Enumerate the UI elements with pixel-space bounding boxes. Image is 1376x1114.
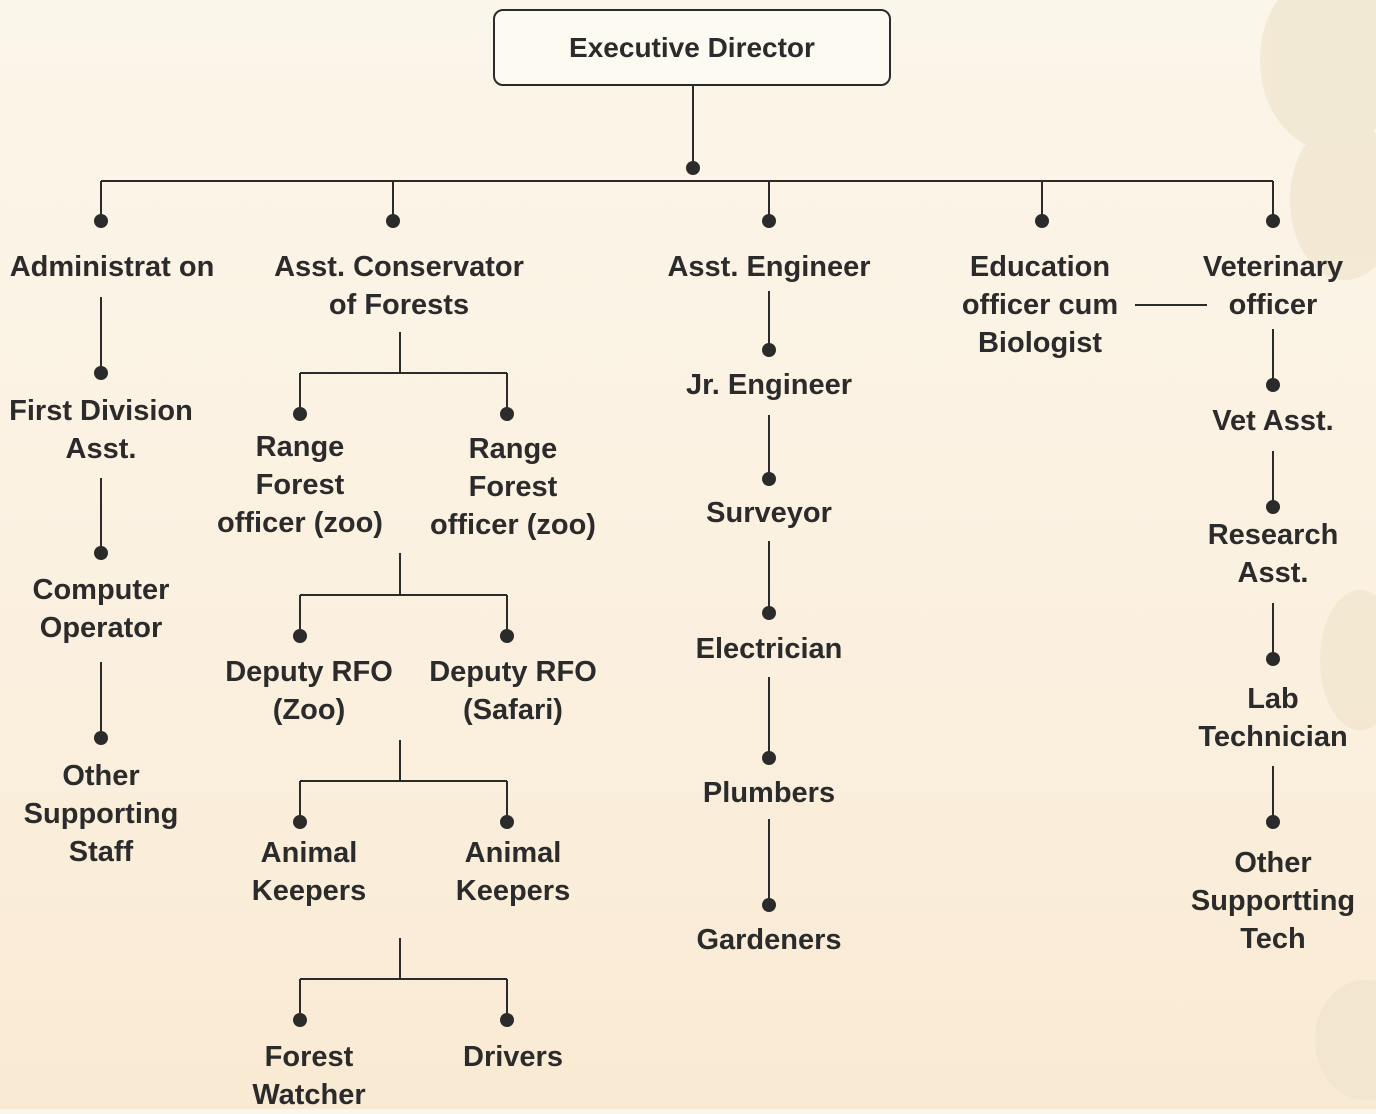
connector-dot	[1266, 815, 1280, 829]
connector-dot	[500, 815, 514, 829]
connector-dot	[94, 731, 108, 745]
research-asst-node: Research Asst.	[1207, 519, 1339, 589]
education-officer-node: Education officer cum Biologist	[961, 251, 1119, 359]
connector-dot	[762, 214, 776, 228]
connector-dot	[500, 1013, 514, 1027]
connector-dot	[762, 472, 776, 486]
connector-dot	[762, 606, 776, 620]
connector-dot	[94, 366, 108, 380]
connector-dot	[762, 898, 776, 912]
surveyor-node: Surveyor	[706, 497, 832, 529]
connector-dot	[1266, 652, 1280, 666]
animal-keepers-node: Animal Keepers	[251, 837, 367, 907]
deputy-rfo-safari-node: Deputy RFO (Safari)	[429, 656, 597, 726]
deputy-rfo-zoo-node: Deputy RFO (Zoo)	[225, 656, 393, 726]
connector-dot	[94, 214, 108, 228]
connector-dot	[500, 407, 514, 421]
plumbers-node: Plumbers	[702, 777, 836, 809]
executive-director-node: Executive Director	[493, 9, 891, 86]
connector-dot	[762, 343, 776, 357]
connector-dot	[762, 751, 776, 765]
forest-watcher-node: Forest Watcher	[252, 1041, 366, 1111]
asst-conservator-node: Asst. Conservator of Forests	[274, 251, 524, 321]
veterinary-officer-node: Veterinary officer	[1202, 251, 1344, 321]
connector-dot	[1035, 214, 1049, 228]
connector-dot	[293, 1013, 307, 1027]
foliage-decoration	[1260, 0, 1376, 1100]
connector-dot	[686, 161, 700, 175]
other-supporting-staff-node: Other Supporting Staff	[23, 760, 179, 868]
drivers-node: Drivers	[463, 1041, 563, 1073]
connector-dot	[1266, 378, 1280, 392]
connector-dot	[1266, 214, 1280, 228]
connector-dot	[293, 407, 307, 421]
lab-technician-node: Lab Technician	[1198, 683, 1348, 753]
range-forest-officer-node: Range Forest officer (zoo)	[430, 433, 596, 541]
animal-keepers-node: Animal Keepers	[455, 837, 571, 907]
other-supporting-tech-node: Other Supportting Tech	[1190, 847, 1356, 955]
asst-engineer-node: Asst. Engineer	[667, 251, 871, 283]
first-division-asst-node: First Division Asst.	[9, 395, 193, 465]
connector-dot	[386, 214, 400, 228]
electrician-node: Electrician	[695, 633, 843, 665]
vet-asst-node: Vet Asst.	[1212, 405, 1334, 437]
connector-dot	[500, 629, 514, 643]
gardeners-node: Gardeners	[696, 924, 842, 956]
administration-node: Administrat on	[9, 251, 215, 283]
connector-dot	[293, 815, 307, 829]
computer-operator-node: Computer Operator	[32, 574, 170, 644]
jr-engineer-node: Jr. Engineer	[685, 369, 853, 401]
connector-dot	[293, 629, 307, 643]
connector-dot	[94, 546, 108, 560]
range-forest-officer-node: Range Forest officer (zoo)	[217, 431, 383, 539]
connector-dot	[1266, 500, 1280, 514]
